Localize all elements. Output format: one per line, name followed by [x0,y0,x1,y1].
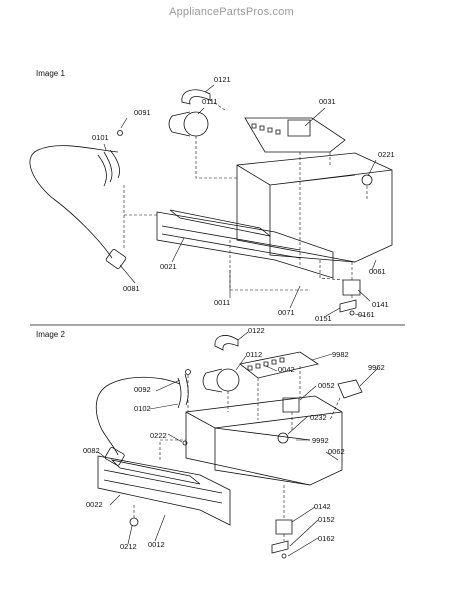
part-label: 0012 [148,540,165,549]
part-label: 0092 [134,385,151,394]
part-label: 0011 [214,298,231,307]
control-panel-face-2 [104,470,222,503]
image2-title: Image 2 [36,330,65,339]
part-label: 0022 [86,500,103,509]
part-label: 0232 [310,413,327,422]
part-label: 0082 [83,446,100,455]
power-cord-2 [96,377,180,455]
image1-title: Image 1 [36,69,65,78]
part-label: 0151 [315,314,332,323]
part-label: 0122 [248,326,265,335]
housing-tray-inner-2 [186,412,342,485]
board-components-1 [252,124,280,134]
part-label: 0141 [372,300,389,309]
control-panel-face-1 [162,226,300,258]
alignment-lines-2 [134,366,340,541]
part-label: 0061 [369,267,386,276]
keypad-1 [170,210,270,236]
part-label: 0042 [278,365,295,374]
capacitor-body-2 [217,369,239,391]
housing-tray-inner-1 [237,165,392,262]
clip-0151 [340,300,356,312]
part-label: 0161 [358,310,375,319]
housing-tray-2 [186,396,342,485]
thermostat-0221 [362,175,372,185]
part-label: 9982 [332,350,349,359]
thermostat-0232 [278,433,288,443]
watermark: AppliancePartsPros.com [169,6,294,18]
part-label: 0212 [120,542,137,551]
capacitor-can-2 [203,369,222,392]
transformer-1 [288,120,310,136]
capacitor-can-1 [169,112,190,136]
screw-0091 [118,131,123,136]
part-label: 0081 [123,284,140,293]
screw-0102 [186,370,191,375]
alignment-lines-1 [124,100,367,300]
capacitor-body-1 [184,112,208,136]
screw-0222 [183,441,187,445]
control-panel-1 [157,212,333,278]
part-label: 0121 [214,75,231,84]
sensor-9962 [338,380,362,398]
screw-0161 [350,311,354,315]
part-label: 0112 [246,350,263,359]
part-label: 0071 [278,308,295,317]
knob-0212 [130,518,138,526]
power-cord-wires-1 [98,150,120,186]
bracket-0141 [343,280,360,295]
part-label: 0052 [318,381,335,390]
part-label: 0091 [134,108,151,117]
relay-0052 [283,398,299,412]
power-plug-1 [105,249,126,270]
keypad-2 [112,460,200,484]
part-label: 0222 [150,431,167,440]
control-board-2 [240,352,318,378]
part-label: 0152 [318,515,335,524]
part-label: 9962 [368,363,385,372]
screw-0162 [282,554,286,558]
capacitor-strap-2 [215,335,238,350]
part-label: 0142 [314,502,331,511]
part-label: 0031 [319,97,336,106]
control-board-1 [245,118,345,152]
part-label: 0111 [202,97,218,106]
control-panel-2 [98,456,230,525]
leader-lines-1 [104,85,376,316]
part-label: 0102 [134,404,151,413]
part-label: 0221 [378,150,395,159]
power-cord-1 [30,146,118,258]
leader-lines-2 [98,332,378,556]
board-components-2 [248,358,284,370]
housing-tray-1 [237,153,392,262]
part-label: 9992 [312,436,329,445]
part-label: 0162 [318,534,335,543]
power-cord-wires-2 [178,374,188,408]
clip-0152 [272,541,288,553]
part-label: 0021 [160,262,177,271]
part-label: 0062 [328,447,345,456]
bracket-0142 [276,520,292,534]
part-label: 0101 [92,133,109,142]
